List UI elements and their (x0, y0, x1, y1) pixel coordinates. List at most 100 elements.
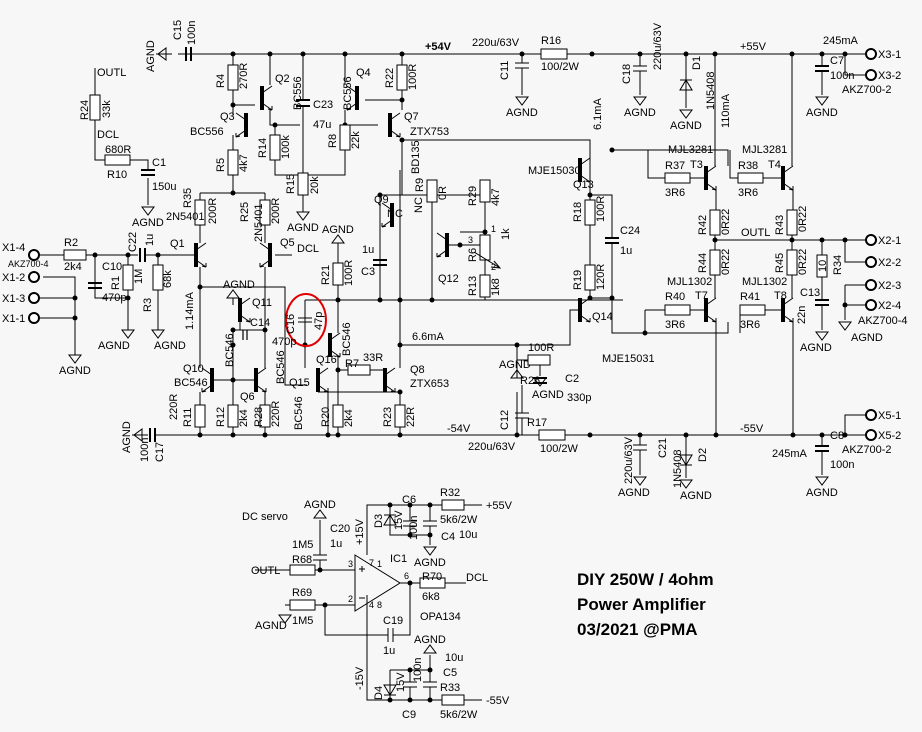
resistor-r13 (479, 274, 491, 298)
junction-dot (637, 51, 643, 57)
terminal-x1-2[interactable] (28, 271, 40, 283)
label-r38-ref: R38 (738, 160, 758, 172)
terminal-x3-1[interactable] (865, 48, 877, 60)
terminals[interactable] (28, 48, 877, 441)
label-x5-1: X5-1 (878, 410, 901, 422)
resistor-r16 (540, 48, 568, 60)
capacitor-c20 (313, 554, 327, 561)
terminal-x2-4[interactable] (865, 299, 877, 311)
component-bodies (63, 47, 829, 706)
label-c14-value: 470p (272, 336, 296, 348)
label-q3-ref: Q3 (220, 111, 235, 123)
label-opamp-pin7: 7 (369, 558, 374, 568)
label-c14-ref: C14 (250, 317, 270, 329)
label-x5-part: AKZ700-2 (842, 444, 892, 456)
label-r34-ref: R34 (832, 255, 844, 275)
label-opamp-pin2: 2 (348, 594, 353, 604)
resistor-r29 (479, 179, 491, 203)
label-r17-value: 100/2W (540, 443, 579, 455)
terminal-x1-3[interactable] (28, 292, 40, 304)
resistor-r38 (737, 172, 764, 184)
label-agnd: AGND (304, 499, 336, 511)
junction-dot (842, 237, 848, 243)
label-r29-value: 4k7 (490, 188, 502, 206)
label-q11-ref: Q11 (252, 297, 272, 309)
junction-dot (427, 532, 433, 538)
resistor-r34 (816, 254, 828, 278)
terminal-x3-2[interactable] (865, 69, 877, 81)
label-c16-value: 47p (313, 312, 325, 330)
agnd-ground-icon: AGND (506, 96, 538, 119)
label-r41-ref: R41 (740, 291, 760, 303)
agnd-ground-icon: AGND (499, 359, 531, 379)
terminal-x1-4[interactable] (28, 249, 40, 261)
label-net-outl: OUTL (97, 67, 126, 79)
terminal-x2-3[interactable] (865, 279, 877, 291)
label-agnd: AGND (414, 557, 446, 569)
label-x2-3: X2-3 (878, 280, 901, 292)
junction-dot (407, 667, 413, 673)
label-agnd: AGND (59, 365, 91, 377)
junction-dot (72, 295, 78, 301)
junction-dot (125, 295, 131, 301)
junction-dot (325, 432, 331, 438)
label-r34-value: 10 (817, 260, 829, 272)
agnd-ground-icon: AGND (145, 40, 167, 72)
terminal-x5-2[interactable] (865, 429, 877, 441)
title-line-2: Power Amplifier (577, 595, 706, 614)
label-current-rail-neg: 245mA (772, 448, 808, 460)
label-agnd: AGND (414, 634, 446, 646)
capacitor-c2 (533, 377, 547, 384)
label-r20-value: 2k4 (343, 409, 355, 427)
label-q14-part: MJE15031 (602, 353, 655, 365)
junction-dot (335, 432, 341, 438)
terminal-x2-1[interactable] (865, 234, 877, 246)
label-c17-value: 100n (139, 438, 151, 462)
label-r41-value: 3R6 (740, 319, 760, 331)
junction-dot (587, 192, 593, 198)
junction-dot (427, 502, 433, 508)
terminal-x2-2[interactable] (865, 256, 877, 268)
label-c22-value: 1u (144, 234, 156, 246)
agnd-ground-icon: AGND (255, 614, 292, 632)
label-r9-value: 0R (437, 186, 449, 200)
label-q8-ref: Q8 (410, 364, 425, 376)
label-net-dcl: DCL (97, 129, 119, 141)
junction-dot (819, 51, 825, 57)
label-q2-part: BC556 (292, 76, 304, 110)
label-r15-ref: R15 (285, 174, 297, 194)
label-c20-ref: C20 (330, 523, 350, 535)
junction-dot (230, 432, 236, 438)
label-agnd: AGND (806, 107, 838, 119)
label-pot-pin1: 1 (491, 224, 496, 234)
label-c23-value: 47u (313, 119, 331, 131)
label-r24-value: 33k (101, 100, 113, 118)
label-net-dcl-q5: DCL (297, 243, 319, 255)
label-r17-ref: R17 (527, 417, 547, 429)
terminal-x5-1[interactable] (865, 409, 877, 421)
junction-dot (713, 432, 719, 438)
label-r32-value: 5k6/2W (440, 514, 478, 526)
label-c6-ref: C6 (402, 494, 416, 506)
label-c24-ref: C24 (620, 225, 640, 237)
label-c24-value: 1u (620, 245, 632, 257)
resistor-r44 (709, 249, 721, 276)
label-rail-pos15: +15V (354, 518, 366, 545)
label-c20-value: 1u (330, 538, 342, 550)
label-q5-part: 2N5401 (253, 203, 265, 242)
junction-dot (587, 432, 593, 438)
junction-dot (387, 502, 393, 508)
terminal-x1-1[interactable] (28, 312, 40, 324)
